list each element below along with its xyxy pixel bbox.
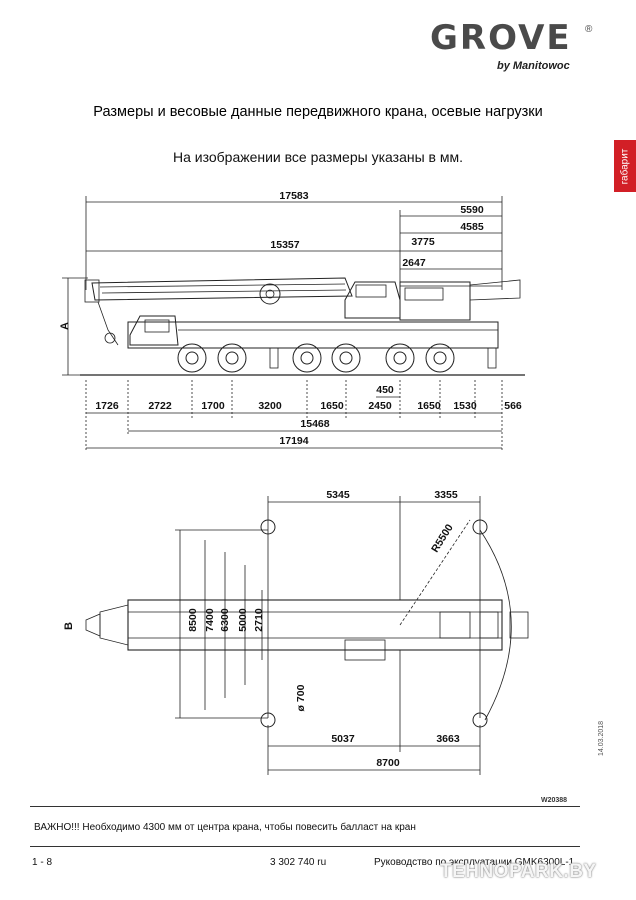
- dim-1726: 1726: [95, 400, 119, 412]
- page-number: 1 - 8: [32, 857, 53, 868]
- dim-3663: 3663: [436, 733, 460, 745]
- dim-3200: 3200: [258, 400, 282, 412]
- width-label-b: B: [63, 622, 75, 630]
- important-note: ВАЖНО!!! Необходимо 4300 мм от центра кр…: [34, 822, 416, 833]
- section-tab[interactable]: габарит: [614, 140, 636, 192]
- dim-15357: 15357: [270, 239, 299, 251]
- dim-1700: 1700: [201, 400, 225, 412]
- grove-logo: GROVE: [430, 18, 572, 58]
- dim-2647: 2647: [402, 257, 426, 269]
- registered-mark: ®: [585, 24, 593, 35]
- dim-5037: 5037: [331, 733, 355, 745]
- dim-4585: 4585: [460, 221, 484, 233]
- dim-6300: 6300: [219, 608, 231, 632]
- dim-450: 450: [376, 384, 394, 396]
- manitowoc-byline: by Manitowoc: [497, 60, 570, 72]
- dim-7400: 7400: [204, 608, 216, 632]
- dim-1530: 1530: [453, 400, 477, 412]
- divider-bottom: [30, 846, 580, 847]
- radius-r5500: R5500: [429, 522, 456, 555]
- drawing-number: W20388: [541, 797, 568, 804]
- dim-1650-a: 1650: [320, 400, 344, 412]
- dim-8500: 8500: [187, 608, 199, 632]
- manual-title: Руководство по эксплуатации GMK6300L-1: [374, 857, 575, 868]
- dim-3355: 3355: [434, 489, 458, 501]
- dim-8700: 8700: [376, 757, 400, 769]
- dim-1650-b: 1650: [417, 400, 441, 412]
- dim-2450: 2450: [368, 400, 392, 412]
- dim-15468: 15468: [300, 418, 329, 430]
- dim-2722: 2722: [148, 400, 172, 412]
- date-stamp: 14.03.2018: [598, 720, 605, 756]
- dim-17583: 17583: [279, 190, 308, 202]
- page-title: Размеры и весовые данные передвижного кр…: [93, 104, 543, 120]
- dim-5590: 5590: [460, 204, 484, 216]
- crane-drawing: 17583 5590 4585 15357 3775 2647 A 450 17…: [59, 190, 529, 775]
- dim-2710: 2710: [253, 608, 265, 632]
- dim-17194: 17194: [279, 435, 308, 447]
- dim-566: 566: [504, 400, 522, 412]
- page-subtitle: На изображении все размеры указаны в мм.: [172, 149, 463, 165]
- dim-3775: 3775: [411, 236, 435, 248]
- divider-top: [30, 806, 580, 807]
- dim-5000: 5000: [237, 608, 249, 632]
- height-label-a: A: [59, 322, 71, 330]
- doc-number: 3 302 740 ru: [270, 857, 327, 868]
- dim-5345: 5345: [326, 489, 350, 501]
- watermark: TEHNOPARK.BY: [440, 861, 597, 882]
- pad-diameter: ø 700: [295, 684, 307, 711]
